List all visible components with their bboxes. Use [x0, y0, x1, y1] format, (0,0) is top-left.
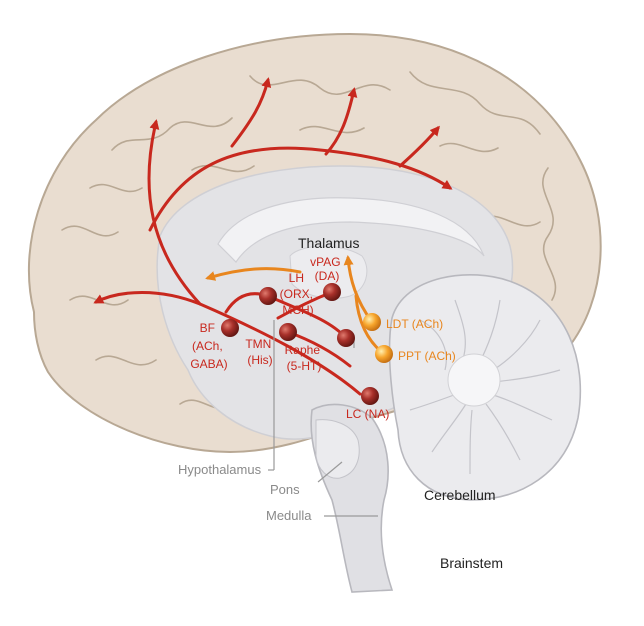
lh-nucleus [259, 287, 277, 305]
ppt-label: PPT (ACh) [398, 349, 456, 363]
bf-nucleus [221, 319, 239, 337]
vpag-label: vPAG (DA) [310, 255, 344, 283]
cerebellum-core [447, 353, 501, 407]
ldt-nucleus [363, 313, 381, 331]
tmn-label: TMN (His) [245, 337, 274, 367]
ppt-nucleus [375, 345, 393, 363]
vpag-nucleus [323, 283, 341, 301]
corpus-callosum [217, 197, 485, 263]
raphe-label: Raphe (5-HT) [285, 343, 324, 373]
pons-label: Pons [270, 482, 300, 497]
hypothalamus-label: Hypothalamus [178, 462, 262, 477]
leader-lines [268, 320, 378, 517]
cerebellum-label: Cerebellum [424, 487, 496, 503]
bf-label: BF (ACh, GABA) [190, 321, 227, 371]
thalamus-label: Thalamus [298, 235, 359, 251]
brainstem-label: Brainstem [440, 555, 503, 571]
tmn-nucleus [279, 323, 297, 341]
pons-bulge [315, 419, 360, 479]
lc-label: LC (NA) [346, 407, 389, 421]
lc-nucleus [361, 387, 379, 405]
ldt-label: LDT (ACh) [386, 317, 443, 331]
lh-label: LH (ORX, MCH) [280, 271, 317, 317]
raphe-nucleus [337, 329, 355, 347]
medulla-label: Medulla [266, 508, 312, 523]
